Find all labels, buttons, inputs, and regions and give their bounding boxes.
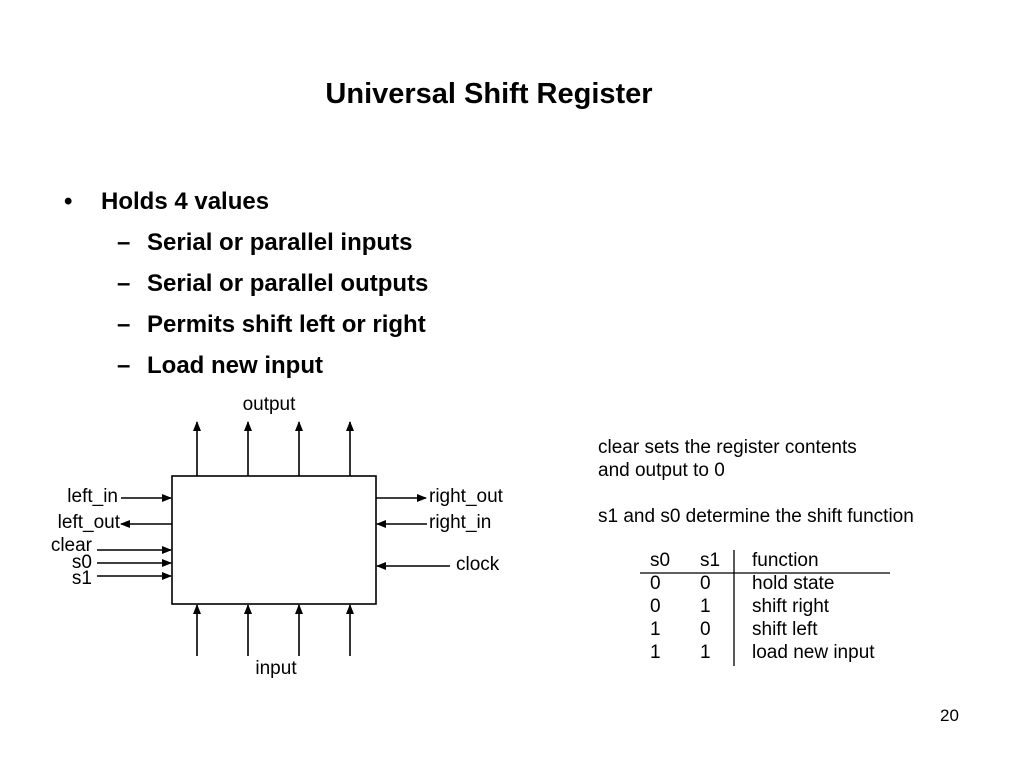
right-in-label: right_in	[429, 512, 491, 533]
clear-note-line-1: clear sets the register contents	[598, 437, 857, 458]
table-header-s1: s1	[700, 550, 721, 571]
table-cell: 1	[700, 596, 711, 617]
clear-note: clear sets the register contents and out…	[598, 436, 857, 482]
table-cell: 1	[650, 642, 661, 663]
s0-label: s0	[72, 552, 92, 573]
slide-title: Universal Shift Register	[325, 78, 653, 110]
select-note: s1 and s0 determine the shift function	[598, 506, 914, 527]
register-block	[171, 475, 377, 605]
table-cell: 1	[650, 619, 661, 640]
output-label: output	[243, 394, 297, 415]
table-cell: 0	[700, 619, 711, 640]
table-cell: shift left	[752, 619, 818, 640]
dash-marker: –	[117, 229, 131, 256]
table-cell: 1	[700, 642, 711, 663]
sub-bullet-text: Serial or parallel inputs	[147, 229, 413, 256]
page-number: 20	[940, 706, 959, 725]
s1-label: s1	[72, 568, 92, 589]
dash-marker: –	[117, 311, 131, 338]
table-cell: 0	[700, 573, 711, 594]
right-out-label: right_out	[429, 486, 504, 507]
clock-label: clock	[456, 554, 500, 575]
table-cell: 0	[650, 596, 661, 617]
left-out-label: left_out	[58, 512, 121, 533]
bullet-main-text: Holds 4 values	[101, 188, 270, 215]
dash-marker: –	[117, 352, 131, 379]
clear-note-line-2: and output to 0	[598, 460, 725, 481]
table-cell: hold state	[752, 573, 835, 594]
input-label: input	[255, 658, 297, 679]
output-arrows	[193, 421, 354, 476]
input-arrows	[193, 604, 354, 656]
bullet-marker: •	[64, 188, 73, 215]
sub-bullet-text: Load new input	[147, 352, 323, 379]
sub-bullet-text: Serial or parallel outputs	[147, 270, 429, 297]
table-header-s0: s0	[650, 550, 671, 571]
table-cell: 0	[650, 573, 661, 594]
left-in-label: left_in	[67, 486, 118, 507]
table-header-function: function	[752, 550, 819, 571]
dash-marker: –	[117, 270, 131, 297]
sub-bullet-text: Permits shift left or right	[147, 311, 426, 338]
clear-label: clear	[51, 535, 93, 556]
table-cell: shift right	[752, 596, 830, 617]
table-cell: load new input	[752, 642, 875, 663]
